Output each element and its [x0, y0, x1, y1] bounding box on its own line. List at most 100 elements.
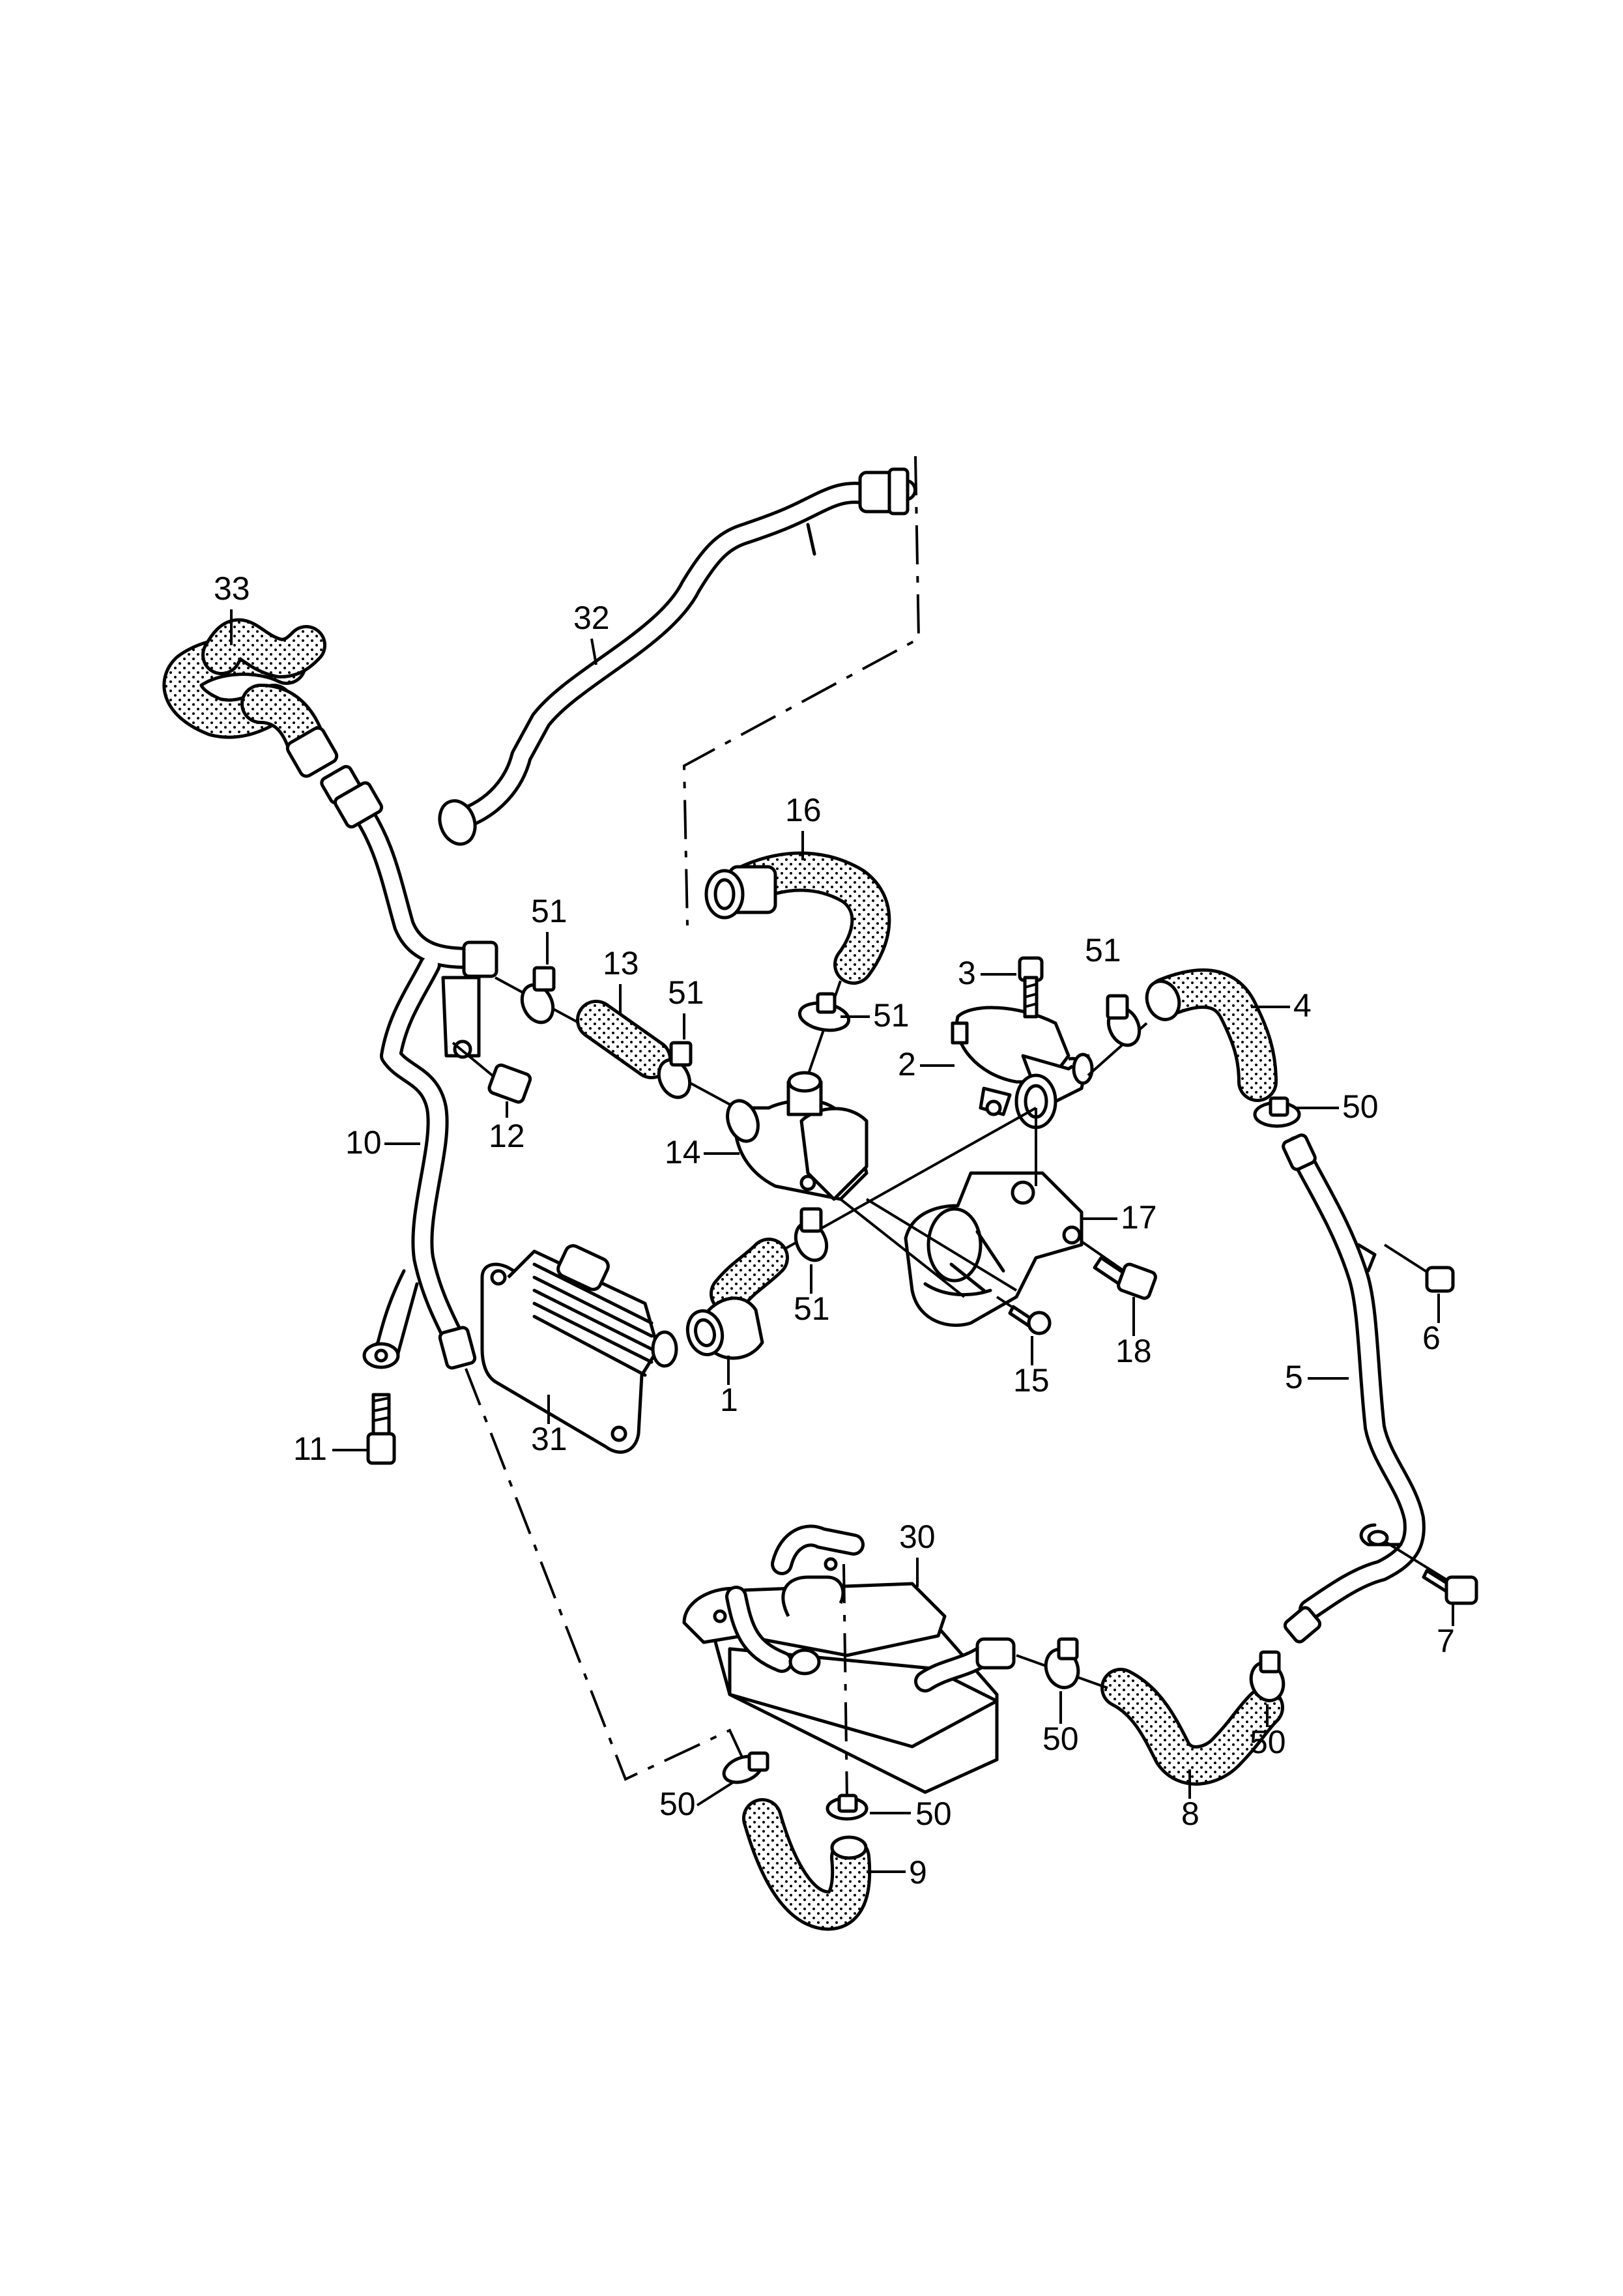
svg-text:51: 51 — [668, 974, 704, 1011]
label-51a: 51 — [531, 893, 567, 965]
label-1: 1 — [720, 1356, 738, 1418]
label-51e: 51 — [794, 1264, 830, 1327]
clamp-50-9left — [722, 1751, 769, 1784]
label-11: 11 — [293, 1431, 368, 1467]
coolant-pipe-32 — [438, 467, 917, 846]
label-4: 4 — [1251, 987, 1312, 1024]
svg-text:33: 33 — [214, 570, 250, 607]
oil-cooler-31 — [480, 1243, 678, 1454]
label-50c: 50 — [1250, 1704, 1286, 1760]
rubber-hose-33 — [162, 618, 362, 805]
svg-text:9: 9 — [909, 1854, 927, 1891]
svg-text:50: 50 — [1250, 1724, 1286, 1760]
svg-text:31: 31 — [531, 1421, 567, 1457]
svg-text:2: 2 — [898, 1046, 916, 1083]
svg-text:13: 13 — [603, 945, 639, 981]
label-13: 13 — [603, 945, 639, 1013]
label-31: 31 — [531, 1395, 567, 1457]
bolt-18 — [1080, 1240, 1157, 1300]
svg-text:7: 7 — [1437, 1623, 1455, 1659]
assembly-line-17c — [839, 1198, 966, 1298]
label-51c: 51 — [840, 997, 910, 1034]
screw-3 — [1018, 956, 1044, 1019]
label-10: 10 — [345, 1124, 420, 1161]
label-6: 6 — [1422, 1294, 1441, 1356]
label-30: 30 — [899, 1519, 936, 1587]
bolt-7 — [1383, 1540, 1478, 1605]
label-2: 2 — [898, 1046, 955, 1083]
label-18: 18 — [1115, 1297, 1152, 1369]
rubber-hose-8 — [1100, 1668, 1284, 1786]
svg-text:17: 17 — [1121, 1199, 1157, 1236]
valve-2 — [951, 1006, 1094, 1129]
label-14: 14 — [665, 1134, 740, 1170]
svg-text:11: 11 — [293, 1431, 327, 1467]
label-51b: 51 — [668, 974, 704, 1039]
rubber-hose-4 — [1145, 968, 1278, 1102]
clamp-51-mid — [657, 1041, 693, 1099]
label-5: 5 — [1285, 1359, 1349, 1395]
svg-text:32: 32 — [573, 600, 610, 636]
svg-text:3: 3 — [958, 955, 976, 991]
svg-text:6: 6 — [1422, 1320, 1441, 1356]
clamp-51-right — [1106, 994, 1142, 1047]
dash-line-32 — [682, 456, 921, 926]
label-15: 15 — [1013, 1336, 1050, 1399]
svg-text:50: 50 — [1042, 1721, 1079, 1757]
svg-text:50: 50 — [1342, 1088, 1379, 1125]
dash-line-10 — [465, 1368, 751, 1781]
label-7: 7 — [1437, 1603, 1455, 1659]
assembly-line-17b — [865, 1198, 1018, 1292]
svg-text:51: 51 — [531, 893, 567, 929]
label-8: 8 — [1181, 1769, 1199, 1832]
bracket-17 — [904, 1171, 1084, 1327]
bolt-6 — [1383, 1243, 1455, 1293]
label-16: 16 — [785, 792, 822, 860]
svg-text:12: 12 — [489, 1118, 525, 1154]
clamp-51-pump — [797, 992, 851, 1032]
svg-text:14: 14 — [665, 1134, 701, 1170]
label-32: 32 — [573, 600, 610, 665]
rubber-hose-9 — [742, 1798, 872, 1931]
heat-exchanger-30 — [682, 1524, 1016, 1794]
label-33: 33 — [214, 570, 250, 645]
label-3: 3 — [958, 955, 1016, 991]
label-17: 17 — [1083, 1199, 1157, 1236]
svg-text:5: 5 — [1285, 1359, 1303, 1395]
svg-text:50: 50 — [659, 1786, 696, 1822]
svg-text:30: 30 — [899, 1519, 936, 1555]
svg-text:51: 51 — [1085, 932, 1121, 968]
svg-text:15: 15 — [1013, 1362, 1050, 1399]
label-9: 9 — [867, 1854, 927, 1891]
clamp-50-9right — [826, 1794, 869, 1821]
clamp-51-left — [520, 966, 556, 1024]
clamp-50-4 — [1253, 1096, 1301, 1128]
label-50b: 50 — [1042, 1691, 1079, 1757]
coolant-pipe-10 — [333, 781, 498, 1370]
clamp-50-right8 — [1249, 1650, 1285, 1702]
clamp-50-left8 — [1044, 1637, 1080, 1689]
clamp-51-lower — [794, 1207, 829, 1262]
label-51d: 51 — [1085, 932, 1121, 968]
bolt-11 — [366, 1393, 396, 1465]
water-pump-14 — [726, 1071, 869, 1201]
svg-text:16: 16 — [785, 792, 822, 828]
label-50a: 50 — [1297, 1088, 1379, 1125]
svg-text:1: 1 — [720, 1382, 738, 1418]
svg-text:18: 18 — [1115, 1333, 1152, 1369]
svg-text:10: 10 — [345, 1124, 382, 1161]
rubber-hose-16 — [704, 851, 891, 985]
svg-text:51: 51 — [873, 997, 910, 1034]
svg-text:8: 8 — [1181, 1795, 1199, 1832]
connector-1 — [685, 1238, 789, 1360]
svg-text:4: 4 — [1293, 987, 1312, 1024]
label-50e: 50 — [870, 1795, 952, 1832]
hose-13 — [576, 1000, 672, 1079]
label-12: 12 — [489, 1101, 525, 1154]
screw-15 — [996, 1296, 1052, 1335]
label-50d: 50 — [659, 1781, 734, 1822]
svg-text:50: 50 — [915, 1795, 952, 1832]
coolant-pipe-5 — [1282, 1133, 1426, 1644]
bolt-12 — [452, 1041, 532, 1104]
